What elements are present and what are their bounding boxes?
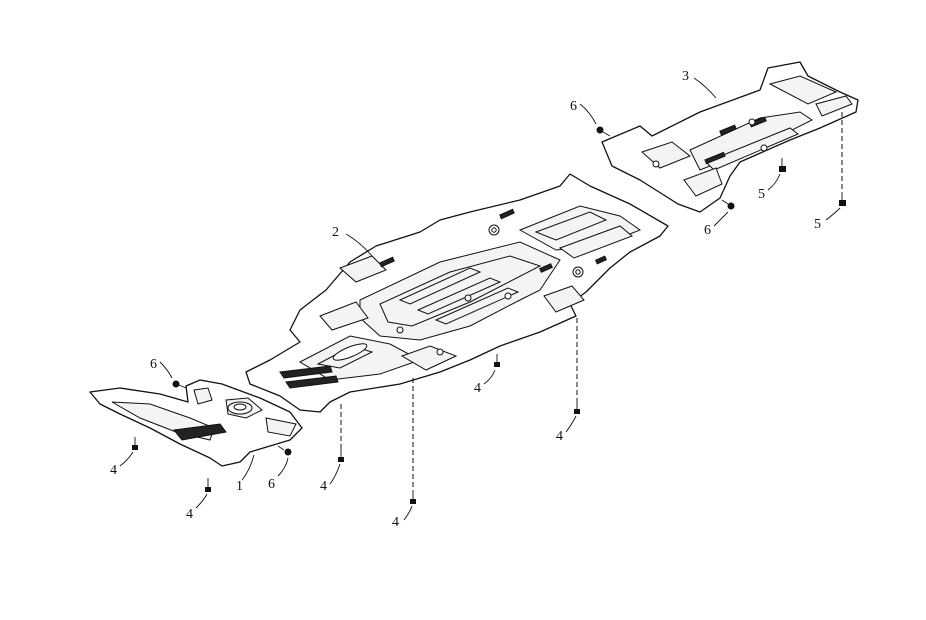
callout-4: 4	[186, 507, 193, 522]
callout-leaders	[119, 77, 841, 521]
fasteners	[132, 126, 846, 504]
bolt-5-icon	[839, 192, 846, 206]
screw-6-icon	[721, 199, 735, 210]
callout-1: 1	[236, 479, 243, 494]
callout-6: 6	[570, 99, 577, 114]
bolt-4-icon	[132, 437, 138, 450]
callout-6: 6	[268, 477, 275, 492]
callout-6: 6	[150, 357, 157, 372]
screw-6-icon	[596, 126, 611, 137]
callout-3: 3	[682, 69, 689, 84]
bolt-4-icon	[338, 448, 344, 462]
callout-4: 4	[320, 479, 327, 494]
callout-2: 2	[332, 225, 339, 240]
callout-5: 5	[758, 187, 765, 202]
screw-6-icon	[277, 445, 292, 456]
callout-4: 4	[392, 515, 399, 530]
callout-4: 4	[474, 381, 481, 396]
part-2-center-skid-plate	[245, 173, 669, 413]
callout-5: 5	[814, 217, 821, 232]
bolt-5-icon	[779, 158, 786, 172]
callout-6: 6	[704, 223, 711, 238]
bolt-4-icon	[494, 354, 500, 367]
assembly-guide-lines	[340, 112, 843, 490]
callout-4: 4	[556, 429, 563, 444]
bolt-4-icon	[574, 400, 580, 414]
part-1-front-skid-plate	[89, 379, 303, 467]
bolt-4-icon	[205, 478, 211, 492]
bolt-4-icon	[410, 490, 416, 504]
part-3-rear-skid-plate	[601, 61, 859, 213]
screw-6-icon	[172, 380, 187, 389]
callout-4: 4	[110, 463, 117, 478]
callout-labels: 1 2 3 4 4 4 4 4 4 5 5 6 6 6 6	[110, 69, 821, 530]
